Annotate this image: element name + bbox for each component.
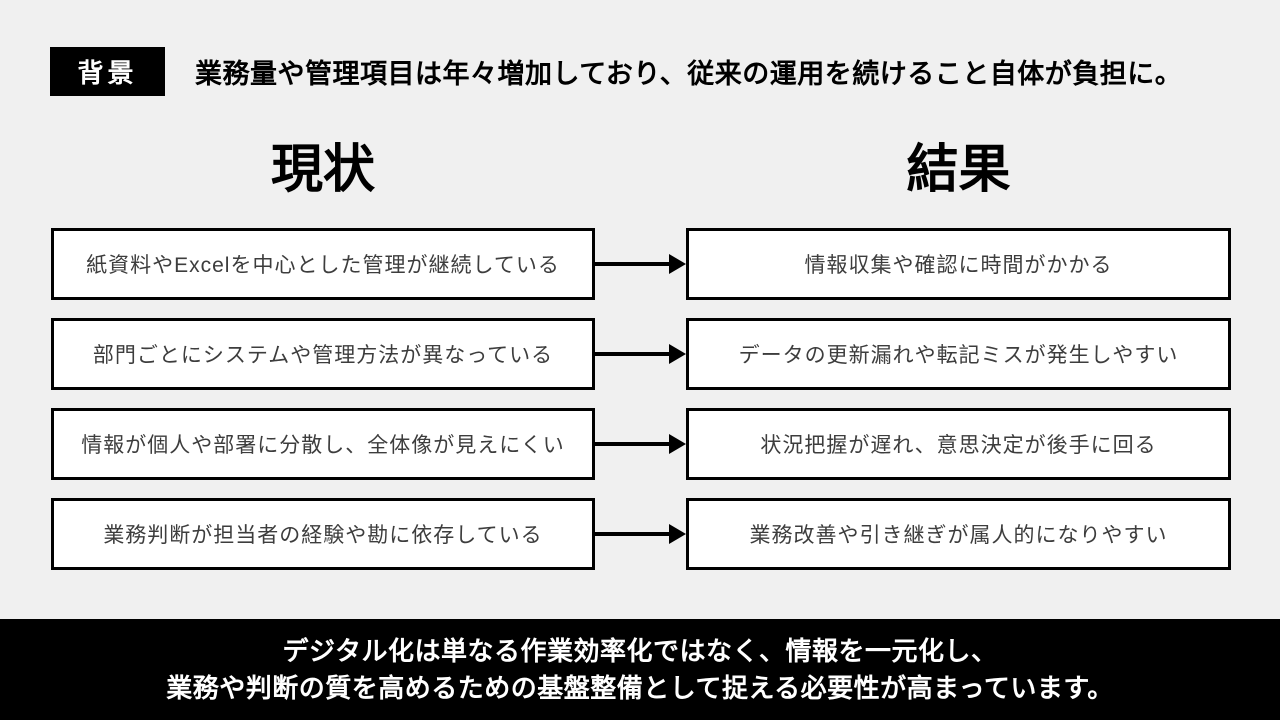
footer-banner: デジタル化は単なる作業効率化ではなく、情報を一元化し、 業務や判断の質を高めるた… [0,619,1280,720]
arrow-line [595,262,670,266]
arrow-right-icon [595,408,686,480]
current-state-box: 部門ごとにシステムや管理方法が異なっている [51,318,595,390]
current-state-label: 紙資料やExcelを中心とした管理が継続している [86,254,560,277]
arrow-right-icon [595,498,686,570]
arrow-right-icon [595,318,686,390]
result-box: 情報収集や確認に時間がかかる [686,228,1231,300]
current-state-box: 紙資料やExcelを中心とした管理が継続している [51,228,595,300]
result-label: 業務改善や引き継ぎが属人的になりやすい [749,524,1168,547]
column-heading-current: 現状 [270,141,375,199]
column-heading-result: 結果 [906,141,1011,199]
arrow-head [669,524,686,544]
arrow-line [595,532,670,536]
current-state-box: 業務判断が担当者の経験や勘に依存している [51,498,595,570]
arrow-head [669,344,686,364]
result-box: 状況把握が遅れ、意思決定が後手に回る [686,408,1231,480]
cause-effect-row: 部門ごとにシステムや管理方法が異なっている データの更新漏れや転記ミスが発生しや… [51,318,1231,390]
arrow-head [669,434,686,454]
footer-line-1: デジタル化は単なる作業効率化ではなく、情報を一元化し、 [282,635,998,666]
result-label: データの更新漏れや転記ミスが発生しやすい [738,344,1179,367]
slide-header: 背景 業務量や管理項目は年々増加しており、従来の運用を続けること自体が負担に。 [50,47,1182,96]
result-box: データの更新漏れや転記ミスが発生しやすい [686,318,1231,390]
current-state-label: 業務判断が担当者の経験や勘に依存している [103,524,543,547]
footer-line-2: 業務や判断の質を高めるための基盤整備として捉える必要性が高まっています。 [166,672,1114,703]
cause-effect-row: 紙資料やExcelを中心とした管理が継続している 情報収集や確認に時間がかかる [51,228,1231,300]
page-title: 業務量や管理項目は年々増加しており、従来の運用を続けること自体が負担に。 [195,59,1183,89]
current-state-box: 情報が個人や部署に分散し、全体像が見えにくい [51,408,595,480]
background-badge: 背景 [50,47,165,96]
current-state-label: 部門ごとにシステムや管理方法が異なっている [92,344,554,367]
result-box: 業務改善や引き継ぎが属人的になりやすい [686,498,1231,570]
arrow-head [669,254,686,274]
cause-effect-rows: 紙資料やExcelを中心とした管理が継続している 情報収集や確認に時間がかかる … [51,228,1231,588]
result-label: 状況把握が遅れ、意思決定が後手に回る [760,434,1157,457]
arrow-line [595,442,670,446]
cause-effect-row: 情報が個人や部署に分散し、全体像が見えにくい 状況把握が遅れ、意思決定が後手に回… [51,408,1231,480]
arrow-right-icon [595,228,686,300]
arrow-line [595,352,670,356]
cause-effect-row: 業務判断が担当者の経験や勘に依存している 業務改善や引き継ぎが属人的になりやすい [51,498,1231,570]
current-state-label: 情報が個人や部署に分散し、全体像が見えにくい [81,434,565,457]
result-label: 情報収集や確認に時間がかかる [804,254,1113,277]
